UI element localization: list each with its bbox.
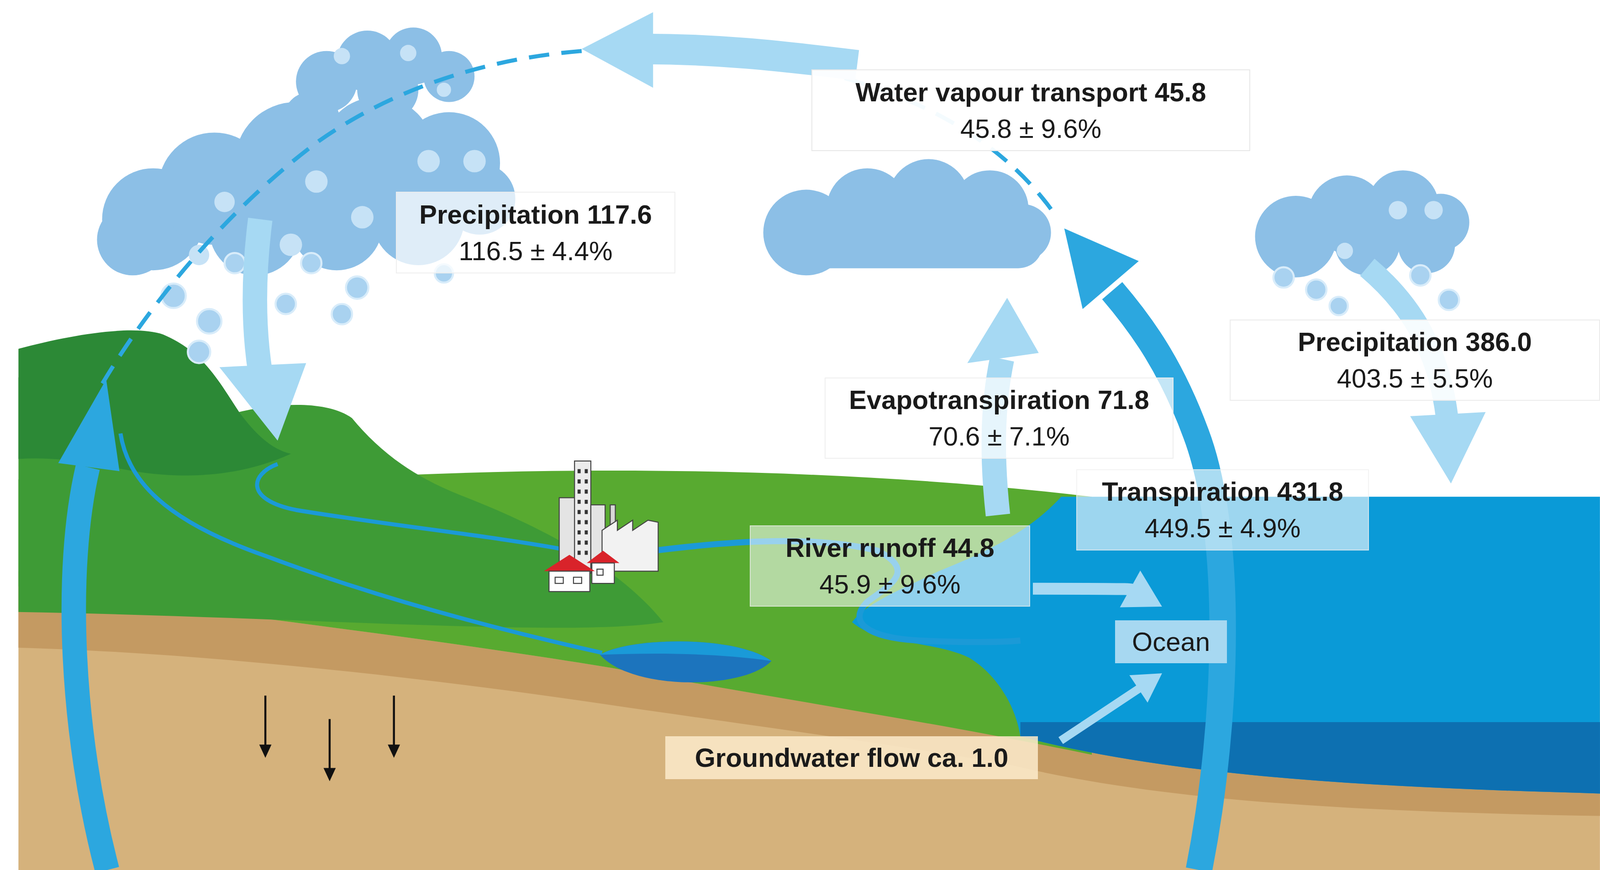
flux-label-box: Evapotranspiration 71.870.6 ± 7.1% bbox=[824, 377, 1174, 459]
raindrop bbox=[1329, 296, 1348, 316]
evapotranspiration-arrow-head bbox=[967, 297, 1039, 364]
raindrop bbox=[1305, 279, 1327, 300]
raindrop bbox=[275, 294, 296, 315]
cloud-puff bbox=[96, 204, 169, 276]
cloud-dot bbox=[1388, 200, 1407, 220]
seepage-arrow bbox=[392, 695, 395, 748]
raindrop bbox=[196, 309, 222, 334]
lake-surface bbox=[600, 641, 772, 662]
precipitation-arrow bbox=[254, 219, 261, 373]
flux-name: Groundwater flow ca. 1.0 bbox=[694, 739, 1009, 777]
precipitation-arrow-head bbox=[1410, 412, 1486, 484]
building bbox=[574, 461, 591, 574]
raindrop bbox=[187, 340, 211, 364]
cloud-dot bbox=[189, 244, 210, 266]
roof bbox=[586, 551, 620, 564]
cloud-dots bbox=[1336, 200, 1443, 259]
roof bbox=[543, 555, 595, 572]
flux-label-box: Transpiration 431.8449.5 ± 4.9% bbox=[1076, 469, 1369, 551]
vapour-rise-arrow-head bbox=[58, 379, 120, 472]
cloud-puff bbox=[1397, 216, 1455, 274]
cloud-dot bbox=[463, 149, 486, 173]
cloud-dot bbox=[417, 149, 440, 173]
flux-value: 45.9 ± 9.6% bbox=[819, 566, 961, 603]
cloud bbox=[1255, 170, 1470, 278]
cloud-dot bbox=[400, 44, 417, 62]
windows bbox=[577, 469, 588, 556]
vapour-arrow bbox=[642, 48, 858, 66]
river bbox=[120, 433, 603, 653]
flux-value: 403.5 ± 5.5% bbox=[1336, 360, 1493, 397]
seepage-arrow-head bbox=[259, 744, 272, 758]
cloud-puff bbox=[994, 204, 1052, 262]
flow-arrow-line bbox=[1032, 589, 1132, 590]
cloud-dot bbox=[333, 47, 351, 65]
flux-label-box: Precipitation 117.6116.5 ± 4.4% bbox=[395, 191, 676, 274]
raindrop bbox=[331, 304, 353, 325]
cloud-dot bbox=[436, 82, 452, 97]
cloud-puff bbox=[1334, 210, 1400, 276]
raindrop bbox=[1410, 265, 1431, 286]
vapour-arrow-head bbox=[581, 12, 653, 88]
seepage-arrow bbox=[264, 695, 267, 748]
evaporation-arrow-head bbox=[1064, 228, 1139, 310]
cloud-dot bbox=[351, 205, 374, 229]
seepage-arrow bbox=[328, 719, 331, 771]
flow-arrow-head bbox=[1120, 570, 1163, 608]
lake bbox=[600, 641, 772, 683]
flux-label-box: Precipitation 386.0403.5 ± 5.5% bbox=[1229, 319, 1600, 401]
flux-name: Ocean bbox=[1131, 623, 1211, 661]
deep-ocean bbox=[1020, 722, 1600, 794]
flow-arrow bbox=[1032, 570, 1163, 608]
flow-arrow bbox=[1060, 673, 1163, 741]
flux-name: Precipitation 386.0 bbox=[1297, 323, 1532, 361]
cloud-dot bbox=[1424, 200, 1443, 220]
flux-label-box: Water vapour transport 45.845.8 ± 9.6% bbox=[811, 69, 1251, 152]
flux-name: River runoff 44.8 bbox=[785, 529, 995, 567]
flux-value: 70.6 ± 7.1% bbox=[928, 418, 1070, 455]
flux-value: 116.5 ± 4.4% bbox=[458, 232, 613, 270]
cloud-dot bbox=[1336, 242, 1353, 260]
precipitation-arrow-head bbox=[219, 363, 307, 441]
flux-label-box: Groundwater flow ca. 1.0 bbox=[665, 736, 1038, 780]
windows bbox=[555, 569, 604, 584]
raindrop bbox=[1273, 267, 1295, 288]
river bbox=[257, 464, 572, 552]
flow-arrow-line bbox=[1060, 688, 1140, 741]
raindrop bbox=[300, 252, 322, 274]
flux-name: Evapotranspiration 71.8 bbox=[848, 381, 1150, 419]
raindrop bbox=[224, 252, 246, 274]
flow-arrow-head bbox=[1129, 673, 1163, 703]
cloud bbox=[763, 159, 1052, 276]
cloud-dot bbox=[305, 170, 328, 193]
raindrop bbox=[346, 276, 369, 300]
cloud-dot bbox=[214, 191, 235, 213]
flux-name: Precipitation 117.6 bbox=[419, 196, 652, 233]
seepage-arrow-head bbox=[387, 744, 400, 758]
flux-label-box: River runoff 44.845.9 ± 9.6% bbox=[749, 525, 1031, 607]
flux-name: Water vapour transport 45.8 bbox=[855, 73, 1206, 111]
flux-value: 45.8 ± 9.6% bbox=[960, 110, 1102, 148]
vapour-rise-arrow bbox=[73, 467, 108, 870]
cloud-dot bbox=[279, 233, 302, 257]
flux-label-box: Ocean bbox=[1115, 620, 1227, 664]
flux-value: 449.5 ± 4.9% bbox=[1144, 510, 1301, 547]
seepage-arrow-head bbox=[323, 768, 337, 782]
raindrop bbox=[1438, 289, 1460, 311]
flux-name: Transpiration 431.8 bbox=[1101, 473, 1344, 511]
